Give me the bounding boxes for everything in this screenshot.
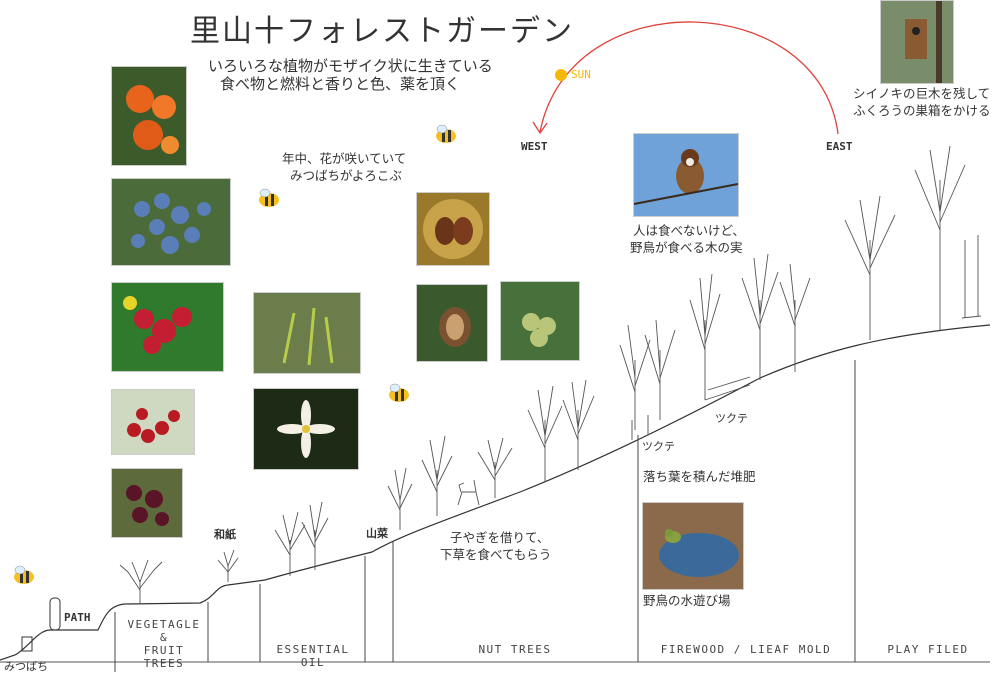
- goat-note-line2: 下草を食べてもらう: [440, 547, 552, 562]
- zone-veg-line1: VEGETAGLE: [127, 618, 201, 631]
- flower-note-line1: 年中、花が咲いていて: [282, 151, 407, 166]
- photo-birdhouse: [880, 0, 954, 84]
- subtitle-line2: 食べ物と燃料と香りと色、薬を頂く: [220, 75, 461, 93]
- sun-label: SUN: [571, 68, 591, 81]
- photo-green-fruit: [500, 281, 580, 361]
- bee-icon: [385, 383, 411, 403]
- photo-walnut: [416, 284, 488, 362]
- photo-juniper-berries: [111, 178, 231, 266]
- subtitle-line1: いろいろな植物がモザイク状に生きている: [208, 57, 493, 75]
- zone-firewood: FIREWOOD / LIEAF MOLD: [660, 643, 832, 656]
- goat-note-line1: 子やぎを借りて、: [450, 530, 550, 545]
- compost-note: 落ち葉を積んだ堆肥: [643, 469, 756, 484]
- photo-blackberries: [111, 468, 183, 538]
- zone-veg-line2: &: [159, 631, 169, 644]
- hive-box: [21, 636, 33, 652]
- bee-icon: [432, 124, 458, 144]
- sansai-label: 山菜: [366, 527, 388, 540]
- flower-note-line2: みつばちがよろこぶ: [290, 168, 402, 183]
- arc-arrow: [532, 121, 548, 135]
- photo-physalis: [111, 66, 187, 166]
- path-label: PATH: [64, 611, 91, 624]
- photo-chestnuts: [416, 192, 490, 266]
- owl-note-line1: シイノキの巨木を残して: [853, 86, 991, 101]
- photo-sparrow: [633, 133, 739, 217]
- photo-green-sprouts: [253, 292, 361, 374]
- sun-icon: [555, 69, 567, 81]
- photo-bayberry: [111, 282, 224, 372]
- bird-bath-note: 野鳥の水遊び場: [643, 593, 731, 608]
- hill-slope: [0, 324, 991, 661]
- washi-label: 和紙: [214, 528, 236, 541]
- zone-essential-oil: ESSENTIAL OIL: [276, 643, 350, 669]
- tree-sketches: [119, 145, 982, 604]
- bird-note-line2: 野鳥が食べる木の実: [630, 240, 743, 255]
- goat-sketch: [457, 479, 480, 506]
- zone-veg-line3: FRUIT TREES: [143, 644, 185, 670]
- bee-icon: [10, 565, 36, 585]
- photo-cherries: [111, 389, 195, 455]
- west-label: WEST: [521, 140, 548, 153]
- bee-icon: [255, 188, 281, 208]
- owl-note-line2: ふくろうの巣箱をかける: [853, 103, 991, 118]
- bird-note-line1: 人は食べないけど、: [633, 223, 745, 238]
- path-post: [49, 597, 61, 631]
- east-label: EAST: [826, 140, 853, 153]
- zone-nut-trees: NUT TREES: [478, 643, 552, 656]
- tsukute-label-upper: ツクテ: [715, 412, 748, 425]
- zone-play: PLAY FILED: [887, 643, 969, 656]
- photo-white-flower: [253, 388, 359, 470]
- photo-bird-bath: [642, 502, 744, 590]
- zone-dividers: [114, 360, 856, 672]
- page-title: 里山十フォレストガーデン: [190, 14, 574, 49]
- tsukute-label-lower: ツクテ: [642, 440, 675, 453]
- mitsubachi-label: みつばち: [4, 660, 48, 673]
